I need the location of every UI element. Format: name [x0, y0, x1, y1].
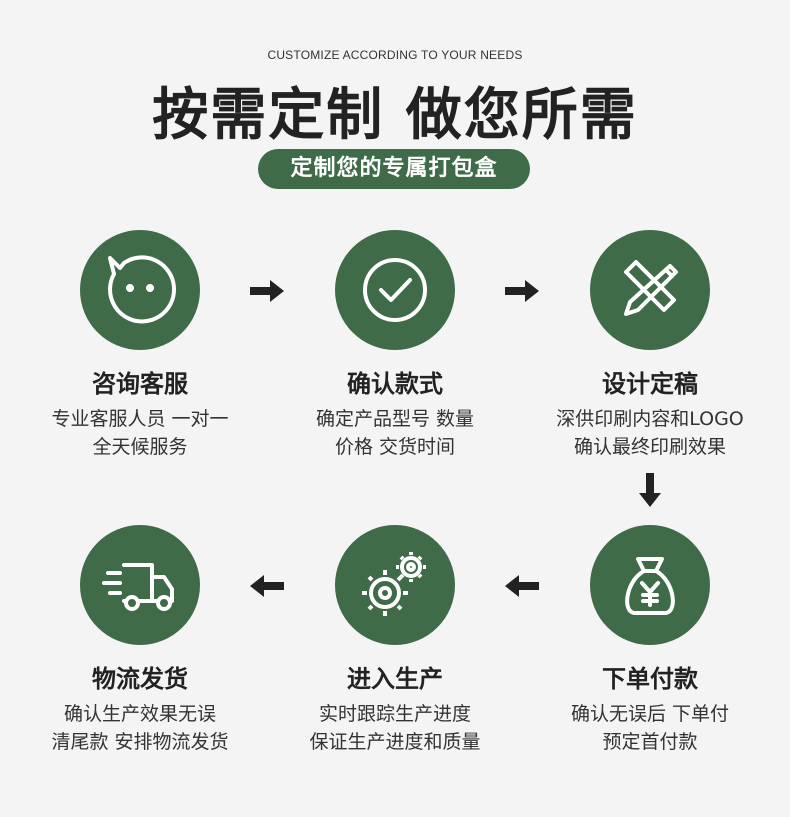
step-circle	[80, 230, 200, 350]
step-production: 进入生产 实时跟踪生产进度 保证生产进度和质量	[275, 525, 515, 756]
step-title: 进入生产	[347, 665, 443, 693]
arrow-right-icon	[250, 280, 284, 302]
step-design: 设计定稿 深供印刷内容和LOGO 确认最终印刷效果	[530, 230, 770, 461]
check-circle-icon	[363, 258, 427, 322]
page-title: 按需定制 做您所需	[152, 83, 638, 148]
step-circle	[590, 230, 710, 350]
arrow-down-icon	[639, 473, 661, 507]
step-consult: 咨询客服 专业客服人员 一对一 全天候服务	[20, 230, 260, 461]
pencil-ruler-icon	[624, 260, 678, 316]
step-description-line: 实时跟踪生产进度	[318, 703, 471, 725]
step-circle	[590, 525, 710, 645]
step-confirm-style: 确认款式 确定产品型号 数量 价格 交货时间	[275, 230, 515, 461]
step-order-payment: 下单付款 确认无误后 下单付 预定首付款	[530, 525, 770, 756]
step-description-line: 清尾款 安排物流发货	[51, 731, 229, 753]
step-description-line: 确定产品型号 数量	[315, 408, 475, 430]
step-circle	[335, 525, 455, 645]
english-subtitle: CUSTOMIZE ACCORDING TO YOUR NEEDS	[267, 48, 523, 62]
step-description-line: 价格 交货时间	[334, 436, 456, 458]
step-description: 专业客服人员 一对一 全天候服务	[20, 405, 260, 461]
step-description-line: 保证生产进度和质量	[309, 731, 481, 753]
step-title: 确认款式	[347, 370, 443, 398]
step-shipping: 物流发货 确认生产效果无误 清尾款 安排物流发货	[20, 525, 260, 756]
step-description-line: 预定首付款	[602, 731, 698, 753]
step-description-line: 深供印刷内容和LOGO	[556, 408, 744, 430]
step-description: 确认生产效果无误 清尾款 安排物流发货	[20, 700, 260, 756]
step-description-line: 专业客服人员 一对一	[51, 408, 229, 430]
step-description: 实时跟踪生产进度 保证生产进度和质量	[275, 700, 515, 756]
step-title: 设计定稿	[602, 370, 698, 398]
gears-icon	[362, 552, 426, 616]
arrow-left-icon	[505, 575, 539, 597]
step-description-line: 确认无误后 下单付	[570, 703, 730, 725]
step-description-line: 确认生产效果无误	[63, 703, 216, 725]
step-title: 咨询客服	[92, 370, 188, 398]
step-description: 深供印刷内容和LOGO 确认最终印刷效果	[530, 405, 770, 461]
header-pill-badge: 定制您的专属打包盒	[258, 149, 530, 189]
step-circle	[80, 525, 200, 645]
arrow-right-icon	[505, 280, 539, 302]
step-description-line: 全天候服务	[92, 436, 188, 458]
step-title: 下单付款	[602, 665, 698, 693]
chat-face-icon	[108, 255, 177, 324]
step-description: 确认无误后 下单付 预定首付款	[530, 700, 770, 756]
delivery-truck-icon	[102, 563, 174, 611]
arrow-left-icon	[250, 575, 284, 597]
step-description-line: 确认最终印刷效果	[573, 436, 726, 458]
step-circle	[335, 230, 455, 350]
money-bag-icon	[625, 557, 675, 615]
step-description: 确定产品型号 数量 价格 交货时间	[275, 405, 515, 461]
step-title: 物流发货	[92, 665, 188, 693]
